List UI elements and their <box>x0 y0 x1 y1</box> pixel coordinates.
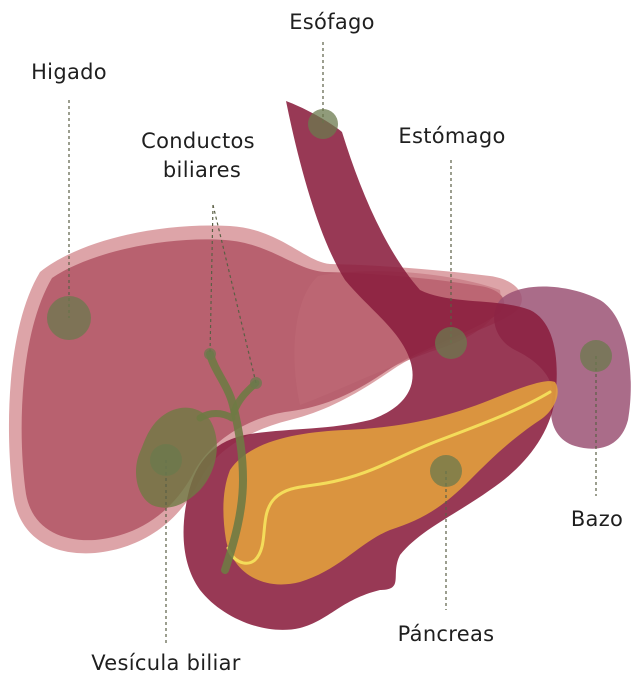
marker-esofago <box>308 109 338 139</box>
label-higado: Higado <box>31 59 107 86</box>
label-pancreas: Páncreas <box>398 621 495 648</box>
marker-higado <box>47 296 91 340</box>
label-bazo: Bazo <box>571 506 623 533</box>
marker-estomago <box>435 327 467 359</box>
label-conductos-line2: biliares <box>163 157 241 184</box>
label-esofago: Esófago <box>289 9 375 36</box>
marker-conducto-1 <box>204 348 216 360</box>
label-conductos-line1: Conductos <box>141 128 255 155</box>
label-estomago: Estómago <box>398 123 505 150</box>
marker-pancreas <box>430 455 462 487</box>
marker-vesicula <box>150 444 182 476</box>
marker-conducto-2 <box>250 377 262 389</box>
label-vesicula: Vesícula biliar <box>91 650 241 677</box>
marker-bazo <box>580 340 612 372</box>
